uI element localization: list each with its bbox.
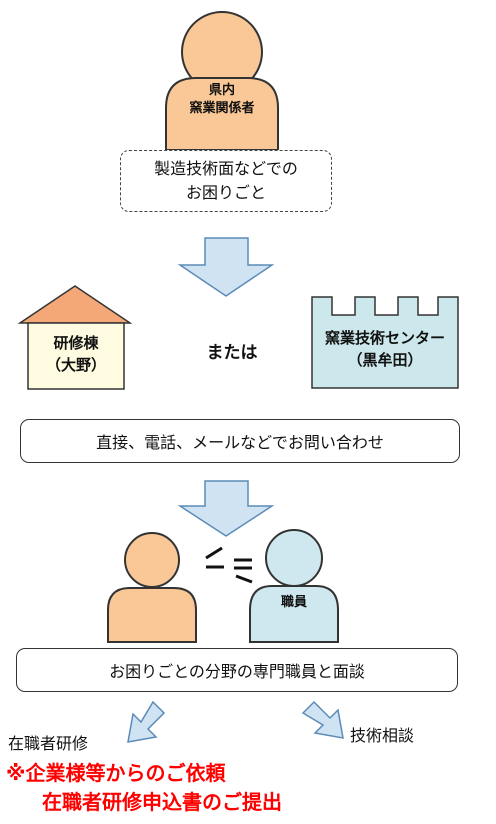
- center-label-line1: 窯業技術センター: [324, 329, 445, 347]
- top-person-label: 県内 窯業関係者: [166, 82, 278, 118]
- or-text: または: [206, 343, 258, 363]
- center-label: 窯業技術センター （黒牟田）: [312, 327, 458, 371]
- branch-label-line1: 研修棟: [53, 334, 99, 352]
- top-person-label-line2: 窯業関係者: [189, 101, 255, 116]
- branch-house-shape: [17, 285, 133, 390]
- left-outcome-label: 在職者研修: [8, 734, 89, 753]
- branch-label: 研修棟 （大野）: [28, 332, 124, 376]
- trouble-box-line1: 製造技術面などでの: [154, 159, 298, 178]
- right-outcome-label: 技術相談: [350, 726, 415, 745]
- trouble-box-line2: お困りごと: [185, 183, 266, 202]
- down-arrow-2: [177, 480, 275, 537]
- staff-label: 職員: [280, 595, 307, 610]
- note-line1: ※企業様等からのご依頼: [6, 761, 226, 785]
- contact-box: 直接、電話、メールなどでお問い合わせ: [20, 419, 460, 463]
- consultation-box: お困りごとの分野の専門職員と面談: [16, 648, 458, 692]
- down-arrow-1: [177, 237, 275, 297]
- diagonal-arrow-right: [301, 700, 344, 739]
- branch-label-line2: （大野）: [45, 356, 106, 374]
- center-factory-shape: [311, 296, 459, 389]
- customer-figure: [107, 532, 197, 643]
- conversation-marks: [205, 546, 253, 584]
- center-label-line2: （黒牟田）: [347, 351, 423, 369]
- trouble-box: 製造技術面などでの お困りごと: [120, 150, 332, 212]
- top-person-label-line1: 県内: [208, 83, 235, 98]
- top-person-figure: [165, 11, 279, 151]
- staff-figure: [249, 529, 339, 643]
- note-line2: 在職者研修申込書のご提出: [42, 790, 282, 814]
- diagonal-arrow-left: [127, 700, 166, 743]
